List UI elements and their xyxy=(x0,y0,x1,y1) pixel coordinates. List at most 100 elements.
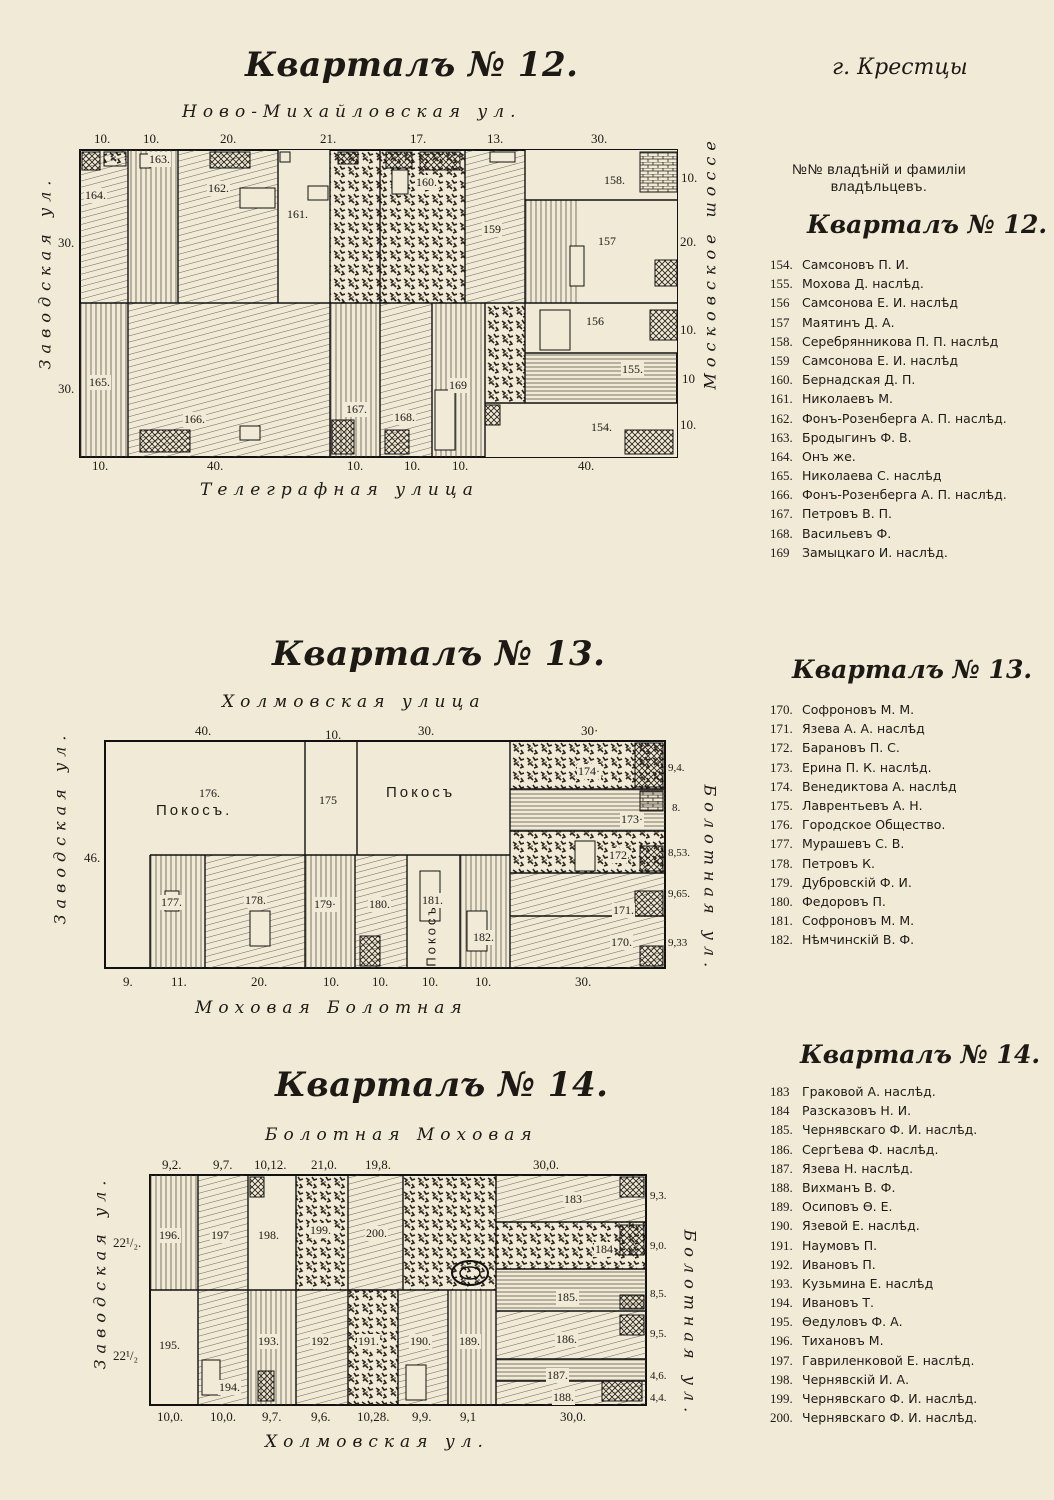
owner-row: 197.Гавриленковой Е. наслѣд. xyxy=(770,1352,975,1368)
b12-dim-right-3: 10 xyxy=(682,371,695,386)
block-14-street-top: Болотная Моховая xyxy=(265,1125,538,1145)
b13-dim-right-3: 9,65. xyxy=(668,888,690,900)
owner-row: 172.Барановъ П. С. xyxy=(770,740,900,756)
lot-183-label: 183 xyxy=(563,1192,583,1207)
owner-row: 189.Осиповъ Ѳ. Е. xyxy=(770,1199,893,1215)
owners-title-12: Кварталъ № 12. xyxy=(807,210,1048,239)
lot-179-label: 179· xyxy=(313,897,337,912)
owner-row: 174.Венедиктова А. наслѣд xyxy=(770,778,957,794)
lot-198-label: 198. xyxy=(257,1228,280,1243)
lot-195-label: 195. xyxy=(158,1338,181,1353)
b13-dim-top-1: 10. xyxy=(325,727,342,742)
lot-166-label: 166. xyxy=(183,412,206,427)
owner-row: 163.Бродыгинъ Ф. В. xyxy=(770,429,912,445)
b14-dim-bottom-6: 9,1 xyxy=(460,1409,477,1424)
block-12-street-right: Московское шоссе xyxy=(700,135,720,390)
b12-dim-right-0: 10. xyxy=(681,170,698,185)
lot-162-label: 162. xyxy=(207,181,230,196)
block-14-street-left: Заводская ул. xyxy=(90,1174,110,1370)
block-12-street-left: Заводская ул. xyxy=(35,174,55,370)
lot-177-label: 177. xyxy=(160,895,183,910)
owner-row: 180.Федоровъ П. xyxy=(770,893,886,909)
b13-dim-right-1: 8. xyxy=(672,802,681,814)
owner-row: 196.Тихановъ М. xyxy=(770,1333,884,1349)
b14-dim-top-0: 9,2. xyxy=(162,1157,182,1172)
owner-row: 190.Язевой Е. наслѣд. xyxy=(770,1218,920,1234)
owner-row: 176.Городское Общество. xyxy=(770,817,946,833)
b12-dim-bottom-4: 10. xyxy=(452,458,469,473)
owner-row: 187.Язева Н. наслѣд. xyxy=(770,1160,914,1176)
block-13-map xyxy=(104,740,666,969)
b13-dim-top-3: 30· xyxy=(581,723,599,738)
owner-row: 161.Николаевъ М. xyxy=(770,391,893,407)
b13-dim-right-2: 8,53. xyxy=(668,847,690,859)
owner-row: 162.Фонъ-Розенберга А. П. наслѣд. xyxy=(770,410,1007,426)
lot-200-label: 200. xyxy=(365,1226,388,1241)
owners-title-14: Кварталъ № 14. xyxy=(800,1040,1041,1069)
block-14-street-bottom: Холмовская ул. xyxy=(265,1432,489,1452)
block-12-street-bottom: Телеграфная улица xyxy=(200,480,479,500)
block-12-map xyxy=(79,149,678,458)
lot-158-label: 158. xyxy=(603,173,626,188)
b14-dim-left-1: 22¹/₂ xyxy=(113,1348,139,1363)
lot-197-label: 197 xyxy=(210,1228,230,1243)
owner-row: 168.Васильевъ Ф. xyxy=(770,525,892,541)
lot-176-label: 176. xyxy=(198,786,221,801)
lot-181-pokos: Покосъ xyxy=(423,904,439,967)
owner-row: 154.Самсоновъ П. И. xyxy=(770,257,910,272)
lot-181-label: 181. xyxy=(421,893,444,908)
b14-dim-right-2: 8,5. xyxy=(650,1288,667,1300)
lot-185-label: 185. xyxy=(556,1290,579,1305)
block-14-street-right: Болотная ул. xyxy=(680,1229,700,1419)
b13-dim-bottom-4: 10. xyxy=(372,974,389,989)
b12-dim-top-2: 20. xyxy=(220,131,237,146)
lot-pokos-main: Покосъ xyxy=(386,784,456,801)
b14-dim-top-5: 30,0. xyxy=(533,1157,559,1172)
owner-row: 158.Серебрянникова П. П. наслѣд xyxy=(770,333,999,349)
b14-dim-bottom-7: 30,0. xyxy=(560,1409,586,1424)
lot-199-label: 199. xyxy=(309,1223,332,1238)
b12-dim-right-1: 20. xyxy=(680,234,697,249)
lot-171-label: 171. xyxy=(612,903,635,918)
b12-dim-bottom-1: 40. xyxy=(207,458,224,473)
b13-dim-bottom-6: 10. xyxy=(475,974,492,989)
lot-164-label: 164. xyxy=(84,188,107,203)
lot-175-label: 175 xyxy=(318,793,338,808)
lot-191-label: 191. xyxy=(357,1334,380,1349)
lot-173-label: 173· xyxy=(620,812,644,827)
lot-161-label: 161. xyxy=(286,207,309,222)
owner-row: 199.Чернявскаго Ф. И. наслѣд. xyxy=(770,1391,978,1406)
b14-dim-bottom-1: 10,0. xyxy=(210,1409,236,1424)
lot-192-label: 192 xyxy=(310,1334,330,1349)
owner-row: 155.Мохова Д. наслѣд. xyxy=(770,276,924,292)
owner-row: 164.Онъ же. xyxy=(770,448,856,464)
block-13-title: Кварталъ № 13. xyxy=(272,634,606,674)
b12-dim-top-4: 17. xyxy=(410,131,427,146)
lot-196-label: 196. xyxy=(158,1228,181,1243)
lot-190-label: 190. xyxy=(409,1334,432,1349)
b13-dim-bottom-2: 20. xyxy=(251,974,268,989)
b12-dim-top-0: 10. xyxy=(94,131,111,146)
block-12-street-top: Ново-Михайловская ул. xyxy=(182,102,522,122)
b12-dim-bottom-5: 40. xyxy=(578,458,595,473)
block-13-street-top: Холмовская улица xyxy=(222,692,486,712)
owners-title-13: Кварталъ № 13. xyxy=(792,655,1033,684)
owner-row: 178.Петровъ К. xyxy=(770,855,875,871)
b13-dim-right-0: 9,4. xyxy=(668,762,685,774)
b13-dim-left-0: 46. xyxy=(84,850,101,865)
owner-row: 186.Сергѣева Ф. наслѣд. xyxy=(770,1141,939,1157)
lot-170-label: 170. xyxy=(610,935,633,950)
b14-dim-top-2: 10,12. xyxy=(254,1157,287,1172)
lot-178-label: 178. xyxy=(244,893,267,908)
b13-dim-top-0: 40. xyxy=(195,723,212,738)
owner-row: 194.Ивановъ Т. xyxy=(770,1295,874,1311)
b13-dim-bottom-7: 30. xyxy=(575,974,592,989)
owner-row: 177.Мурашевъ С. В. xyxy=(770,836,905,852)
block-12-title: Кварталъ № 12. xyxy=(245,45,579,85)
lot-154-label: 154. xyxy=(590,420,613,435)
